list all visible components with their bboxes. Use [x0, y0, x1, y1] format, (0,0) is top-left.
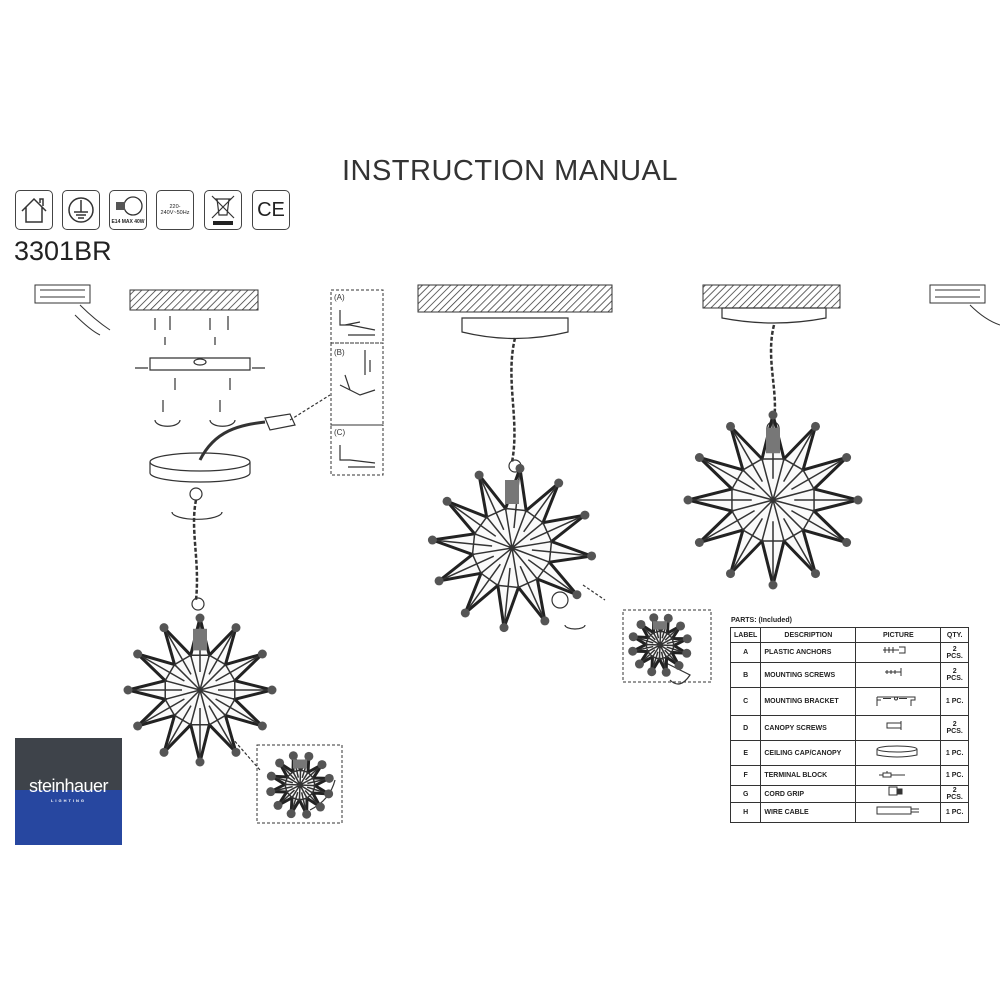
step-c-box	[330, 424, 384, 476]
screw-icon	[885, 668, 902, 676]
ceiling-3	[702, 284, 841, 309]
part-description: MOUNTING BRACKET	[760, 687, 857, 716]
part-description: TERMINAL BLOCK	[760, 765, 857, 786]
parts-table: LABEL DESCRIPTION PICTURE QTY. A PLASTIC…	[729, 627, 969, 823]
col-description: DESCRIPTION	[760, 627, 857, 643]
col-label: LABEL	[729, 627, 762, 643]
col-picture: PICTURE	[855, 627, 942, 643]
part-description: MOUNTING SCREWS	[760, 662, 857, 688]
logo-sub: LIGHTING	[50, 798, 87, 803]
part-label: F	[729, 765, 762, 786]
part-picture	[855, 642, 942, 663]
parts-row: E CEILING CAP/CANOPY 1 PC.	[729, 740, 969, 766]
part-qty: 1 PC.	[940, 765, 969, 786]
part-picture	[855, 662, 942, 688]
parts-row: D CANOPY SCREWS 2 PCS.	[729, 715, 969, 741]
ceiling-1	[129, 289, 259, 311]
part-qty: 2 PCS.	[940, 662, 969, 688]
part-qty: 2 PCS.	[940, 715, 969, 741]
wire-icon	[876, 806, 920, 814]
part-picture	[855, 765, 942, 786]
part-picture	[855, 785, 942, 803]
step-a-label: (A)	[334, 293, 345, 302]
canopy-screw-icon	[886, 721, 902, 730]
star-pendant-2	[427, 463, 597, 633]
parts-caption: PARTS: (Included)	[731, 617, 792, 624]
star-pendant-3	[683, 410, 863, 590]
part-qty: 2 PCS.	[940, 785, 969, 803]
wiring-hand-icon	[34, 284, 1000, 336]
parts-row: B MOUNTING SCREWS 2 PCS.	[729, 662, 969, 688]
step-b-label: (B)	[334, 348, 345, 357]
part-label: C	[729, 687, 762, 716]
part-label: E	[729, 740, 762, 766]
voltage-icon: 220-240V~50Hz	[156, 190, 194, 230]
canopy-icon	[876, 745, 918, 758]
part-label: H	[729, 802, 762, 823]
part-description: PLASTIC ANCHORS	[760, 642, 857, 663]
parts-row: G CORD GRIP 2 PCS.	[729, 785, 969, 803]
brand-logo: steinhauer LIGHTING	[15, 738, 122, 845]
part-label: G	[729, 785, 762, 803]
cord-grip-icon	[888, 786, 903, 796]
bracket-icon	[876, 696, 916, 706]
indoor-use-icon	[15, 190, 53, 230]
part-picture	[855, 802, 942, 823]
col-qty: QTY.	[940, 627, 969, 643]
parts-row: A PLASTIC ANCHORS 2 PCS.	[729, 642, 969, 663]
bulb-icon: E14 MAX 40W	[109, 190, 147, 230]
parts-row: H WIRE CABLE 1 PC.	[729, 802, 969, 823]
star-pendant-1	[123, 613, 277, 767]
parts-row: F TERMINAL BLOCK 1 PC.	[729, 765, 969, 786]
part-picture	[855, 740, 942, 766]
part-picture	[855, 715, 942, 741]
part-qty: 1 PC.	[940, 740, 969, 766]
canopy-1	[149, 394, 331, 611]
part-description: WIRE CABLE	[760, 802, 857, 823]
part-qty: 1 PC.	[940, 802, 969, 823]
part-label: A	[729, 642, 762, 663]
detail-box-1	[256, 744, 343, 824]
logo-name: steinhauer	[28, 776, 109, 796]
parts-row: C MOUNTING BRACKET 1 PC.	[729, 687, 969, 716]
part-label: B	[729, 662, 762, 688]
mounting-hardware	[135, 316, 265, 427]
ceiling-2	[417, 284, 613, 313]
weee-icon	[204, 190, 242, 230]
voltage-text: 220-240V~50Hz	[160, 204, 190, 216]
star-detail-2	[628, 613, 692, 677]
page-title: INSTRUCTION MANUAL	[341, 155, 679, 187]
step-c-label: (C)	[334, 428, 345, 437]
terminal-icon	[879, 770, 906, 777]
part-description: CANOPY SCREWS	[760, 715, 857, 741]
bulb-rating: E14 MAX 40W	[111, 219, 145, 225]
ce-mark-icon: CE	[252, 190, 290, 230]
star-detail-1	[266, 751, 334, 819]
ce-mark-text: CE	[257, 198, 285, 221]
part-description: CEILING CAP/CANOPY	[760, 740, 857, 766]
part-qty: 2 PCS.	[940, 642, 969, 663]
ground-icon	[62, 190, 100, 230]
part-qty: 1 PC.	[940, 687, 969, 716]
model-number: 3301BR	[14, 236, 112, 266]
part-picture	[855, 687, 942, 716]
part-description: CORD GRIP	[760, 785, 857, 803]
anchor-icon	[883, 646, 906, 653]
part-label: D	[729, 715, 762, 741]
